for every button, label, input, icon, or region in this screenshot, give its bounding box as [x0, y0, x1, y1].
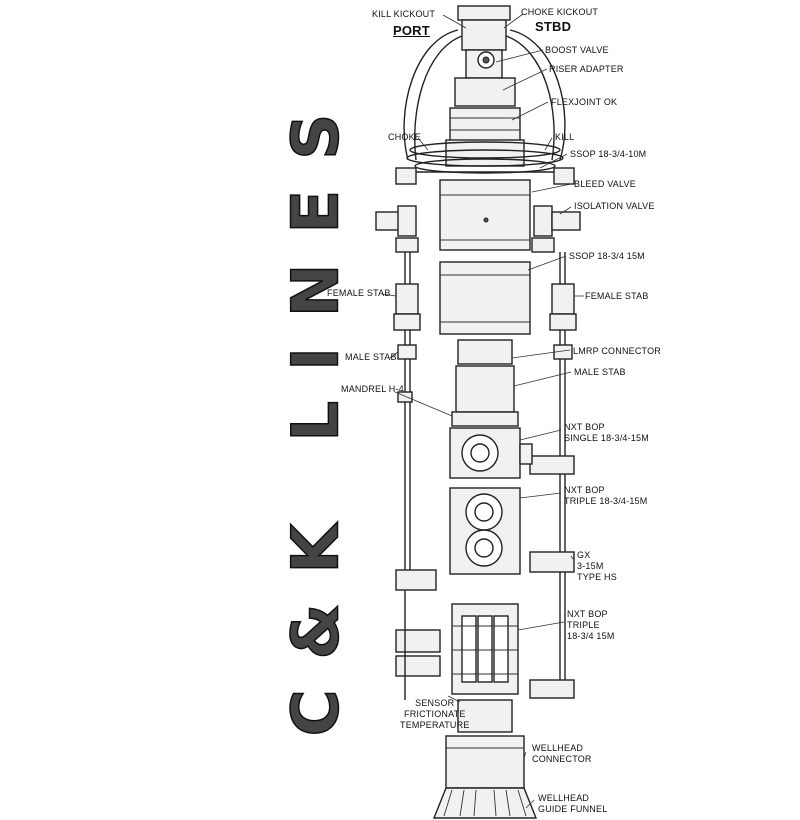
label-stbd: STBD: [535, 19, 572, 34]
label-choke: CHOKE: [388, 132, 422, 142]
ssop-upper: [439, 179, 531, 251]
label-ssop-top: SSOP 18-3/4-10M: [570, 149, 647, 159]
nxt-bop-single: [449, 427, 533, 479]
label-kill-kickout: KILL KICKOUT: [372, 9, 436, 19]
label-male-stab-right: MALE STAB: [574, 367, 626, 377]
label-boost-valve: BOOST VALVE: [545, 45, 609, 55]
riser-top: [445, 5, 525, 167]
label-choke-kickout: CHOKE KICKOUT: [521, 7, 599, 17]
label-isolation-valve: ISOLATION VALVE: [574, 201, 655, 211]
label-wellhead-guide: WELLHEAD GUIDE FUNNEL: [538, 793, 608, 814]
label-sensor: SENSOR FRICTIONATE TEMPERATURE: [400, 698, 470, 730]
port-line: [393, 252, 441, 700]
label-riser-adapter: RISER ADAPTER: [549, 64, 624, 74]
label-ssop-lower: SSOP 18-3/4 15M: [569, 251, 645, 261]
label-female-stab-left: FEMALE STAB: [327, 288, 391, 298]
label-gx: GX 3-15M TYPE HS: [577, 550, 617, 582]
leader-lines: [381, 13, 584, 809]
vertical-title: C&K LINES: [279, 83, 340, 737]
label-mandrel: MANDREL H-4: [341, 384, 404, 394]
label-female-stab-right: FEMALE STAB: [585, 291, 649, 301]
label-nxt-bop-triple-top: NXT BOP TRIPLE 18-3/4-15M: [564, 485, 648, 506]
label-flexjoint: FLEXJOINT OK: [551, 97, 618, 107]
label-port: PORT: [393, 23, 430, 38]
nxt-bop-triple-top: [449, 487, 521, 575]
label-wellhead-connector: WELLHEAD CONNECTOR: [532, 743, 592, 764]
wellhead-guide-funnel: [432, 787, 538, 819]
label-male-stab-left: MALE STAB: [345, 352, 397, 362]
vertical-title-text: C&K LINES: [280, 84, 340, 737]
nxt-bop-triple-low: [451, 603, 519, 695]
label-nxt-bop-single: NXT BOP SINGLE 18-3/4-15M: [564, 422, 649, 443]
wellhead-connector: [445, 735, 525, 789]
stbd-line: [529, 252, 577, 699]
label-nxt-bop-triple-low: NXT BOP TRIPLE 18-3/4 15M: [567, 609, 615, 641]
label-kill: KILL: [555, 132, 575, 142]
label-bleed-valve: BLEED VALVE: [574, 179, 636, 189]
flex-loops: [403, 29, 566, 174]
label-lmrp-connector: LMRP CONNECTOR: [573, 346, 661, 356]
upper-valves: [375, 167, 581, 253]
sensor-spool: [457, 699, 513, 733]
ssop-lower: [439, 261, 531, 335]
lmrp-mandrel: [451, 339, 519, 427]
